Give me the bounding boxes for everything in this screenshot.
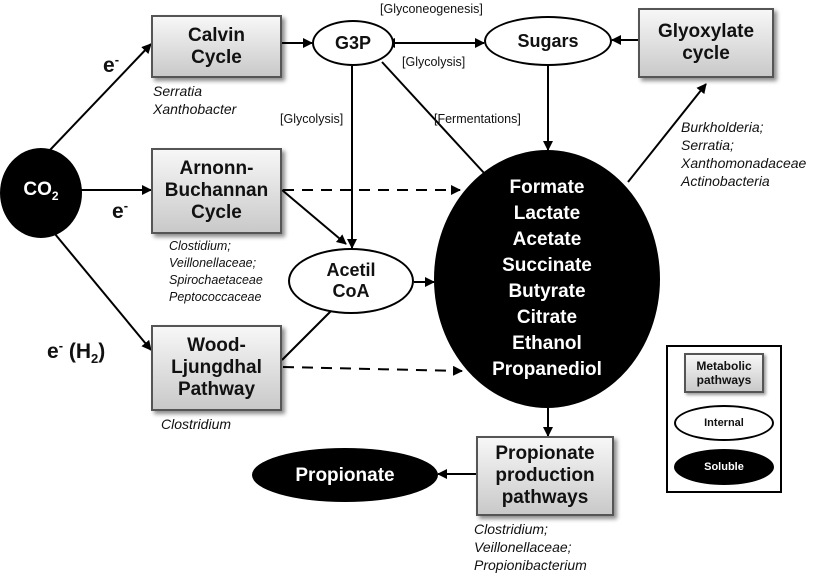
organism-item: Veillonellaceae; <box>474 539 572 555</box>
legend-soluble-swatch: Soluble <box>674 449 774 485</box>
product-ethanol: Ethanol <box>512 333 582 354</box>
organism-item: Peptococcaceae <box>169 290 262 304</box>
co2-label: CO2 <box>23 179 59 203</box>
sugars-node: Sugars <box>484 16 612 66</box>
organism-item: Serratia; <box>681 137 734 153</box>
organisms-calvin: Serratia Xanthobacter <box>153 82 236 118</box>
product-succinate: Succinate <box>502 255 592 276</box>
co2-node: CO2 <box>0 148 82 238</box>
organism-item: Propionibacterium <box>474 557 587 573</box>
legend: Metabolic pathways Internal Soluble <box>666 345 782 493</box>
legend-title: Metabolic pathways <box>684 353 764 393</box>
product-propanediol: Propanediol <box>492 359 602 380</box>
product-citrate: Citrate <box>516 307 578 328</box>
arrow-arnonn-acetil <box>281 189 347 245</box>
arrow-soluble-glyoxylate <box>627 83 707 183</box>
g3p-node: G3P <box>312 20 394 66</box>
product-formate: Formate <box>509 177 585 198</box>
arrow-co2-wood <box>49 227 152 351</box>
product-lactate: Lactate <box>513 203 581 224</box>
soluble-products-list: Formate Lactate Acetate Succinate Butyra… <box>492 175 602 383</box>
organisms-wood: Clostridium <box>161 415 231 433</box>
label-fermentations: [Fermentations] <box>434 112 521 126</box>
wood-ljungdhal-pathway-box: Wood- Ljungdhal Pathway <box>151 325 282 411</box>
label-glyconeogenesis: [Glyconeogenesis] <box>380 2 483 16</box>
organism-item: Xanthobacter <box>153 101 237 117</box>
electron-label-wood: e- (H2) <box>47 338 106 367</box>
glyoxylate-cycle-box: Glyoxylate cycle <box>638 8 774 78</box>
organism-item: Actinobacteria <box>681 173 770 189</box>
label-glycolysis-top: [Glycolysis] <box>402 55 466 69</box>
organism-item: Serratia <box>153 83 203 99</box>
legend-internal-swatch: Internal <box>674 405 774 441</box>
product-acetate: Acetate <box>512 229 582 250</box>
acetil-coa-node: Acetil CoA <box>288 248 414 314</box>
organisms-arnonn: Clostidium; Veillonellaceae; Spirochaeta… <box>169 238 263 306</box>
calvin-cycle-box: Calvin Cycle <box>151 15 282 78</box>
organism-item: Clostridium <box>161 416 232 432</box>
organism-item: Clostidium; <box>169 239 231 253</box>
product-butyrate: Butyrate <box>508 281 586 302</box>
organism-item: Xanthomonadaceae <box>681 155 807 171</box>
organisms-propionate: Clostridium; Veillonellaceae; Propioniba… <box>474 520 587 574</box>
dashed-arrow-wood-soluble <box>282 365 463 376</box>
arrow-g3p-soluble <box>381 61 497 187</box>
arrow-co2-calvin <box>49 43 152 151</box>
organism-item: Clostridium; <box>474 521 548 537</box>
label-glycolysis-left: [Glycolysis] <box>280 112 344 126</box>
soluble-products-node: Formate Lactate Acetate Succinate Butyra… <box>434 150 660 408</box>
electron-label-calvin: e- <box>103 52 120 77</box>
organism-item: Spirochaetaceae <box>169 273 263 287</box>
organisms-glyoxylate: Burkholderia; Serratia; Xanthomonadaceae… <box>681 118 806 190</box>
arnonn-buchannan-cycle-box: Arnonn- Buchannan Cycle <box>151 148 282 234</box>
organism-item: Veillonellaceae; <box>169 256 257 270</box>
propionate-node: Propionate <box>252 448 438 502</box>
propionate-production-pathways-box: Propionate production pathways <box>476 436 614 516</box>
electron-label-arnonn: e- <box>112 198 129 223</box>
organism-item: Burkholderia; <box>681 119 764 135</box>
